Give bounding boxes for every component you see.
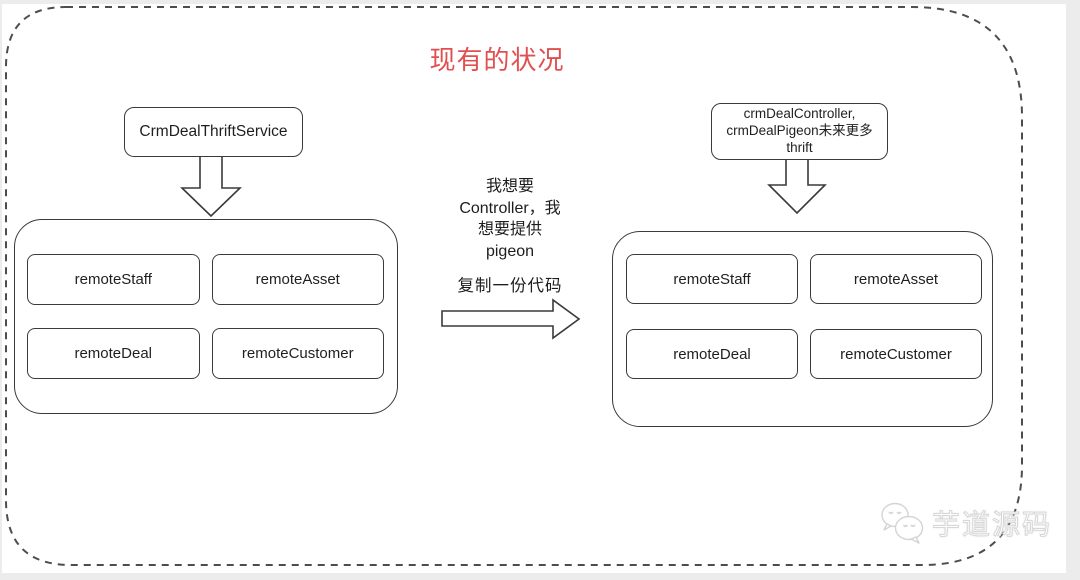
screenshot-edge [0, 0, 1080, 4]
center-thought-text: 我想要 Controller，我 想要提供 pigeon [459, 178, 561, 260]
module-box: remoteAsset [211, 254, 384, 305]
module-box: remoteStaff [626, 254, 798, 304]
service-container-right: remoteStaff remoteAsset remoteDeal remot… [612, 231, 993, 427]
service-node-crmdealthriftservice: CrmDealThriftService [124, 107, 303, 157]
module-box: remoteDeal [27, 328, 200, 379]
copy-code-label: 复制一份代码 [457, 277, 563, 295]
service-node-label: crmDealController, crmDealPigeon未来更多 thr… [726, 106, 873, 155]
watermark-text: 芋道源码 [931, 509, 1053, 541]
watermark: 芋道源码 [878, 500, 1052, 546]
screenshot-edge [0, 0, 2, 580]
module-box: remoteCustomer [211, 328, 384, 379]
module-box: remoteCustomer [810, 329, 982, 379]
page-title: 现有的状况 [429, 45, 565, 75]
service-node-label: CrmDealThriftService [139, 123, 288, 140]
screenshot-edge [0, 573, 1080, 580]
screenshot-edge [1066, 0, 1080, 580]
service-container-left: remoteStaff remoteAsset remoteDeal remot… [14, 219, 398, 414]
module-box: remoteAsset [810, 254, 982, 304]
module-box: remoteDeal [626, 329, 798, 379]
wechat-chat-bubbles-icon [881, 502, 924, 544]
module-box: remoteStaff [27, 254, 200, 305]
service-node-crmdealcontroller: crmDealController, crmDealPigeon未来更多 thr… [711, 103, 888, 160]
